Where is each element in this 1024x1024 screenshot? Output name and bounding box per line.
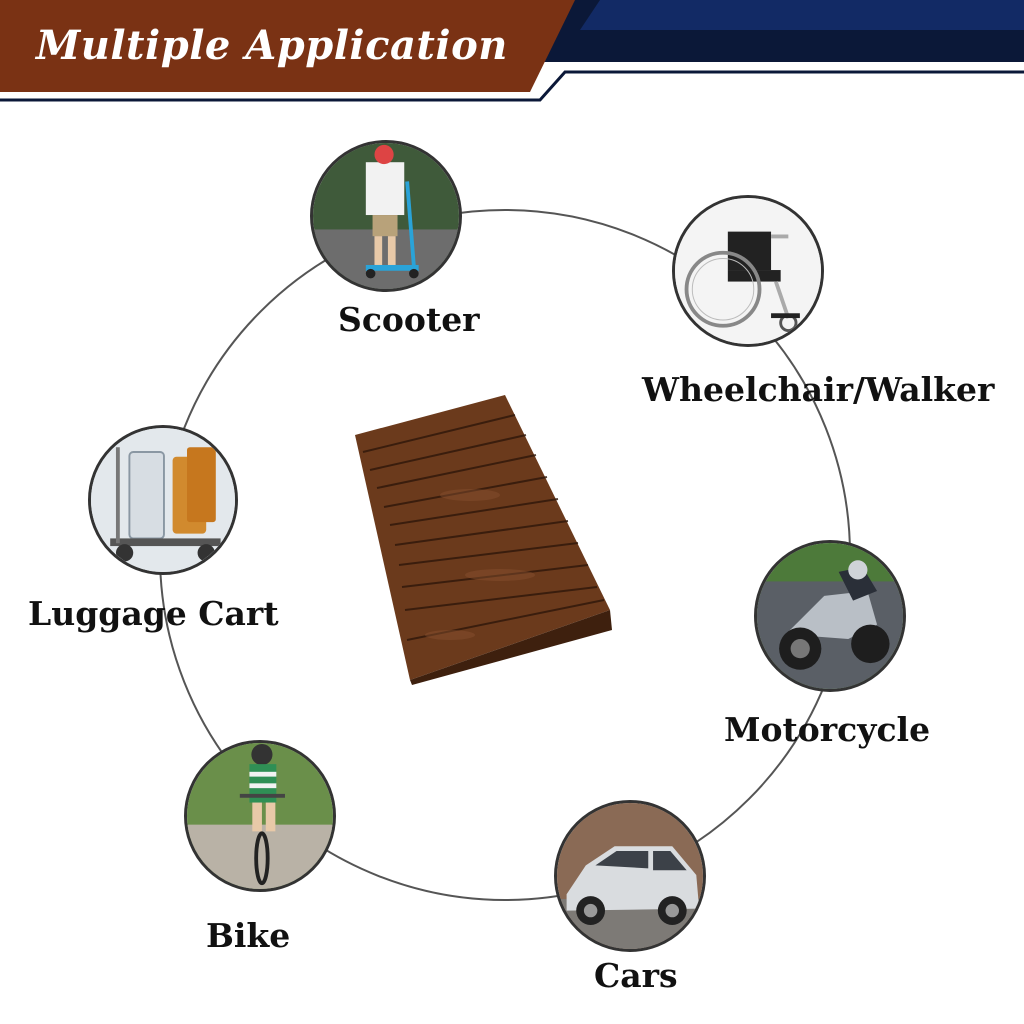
wheelchair-photo (672, 195, 824, 347)
page-title: Multiple Application (36, 22, 508, 69)
label-luggage-cart: Luggage Cart (28, 594, 279, 633)
bike-photo (184, 740, 336, 892)
car-photo (554, 800, 706, 952)
label-cars: Cars (594, 956, 678, 995)
label-bike: Bike (206, 916, 291, 955)
scooter-photo (310, 140, 462, 292)
wooden-ramp-image (355, 395, 612, 685)
label-wheelchair-walker: Wheelchair/Walker (642, 370, 995, 409)
header-banner: Multiple Application (0, 0, 1024, 110)
banner-background (0, 0, 1024, 102)
label-motorcycle: Motorcycle (724, 710, 931, 749)
label-scooter: Scooter (338, 300, 480, 339)
luggage-cart-photo (88, 425, 238, 575)
motorcycle-photo (754, 540, 906, 692)
